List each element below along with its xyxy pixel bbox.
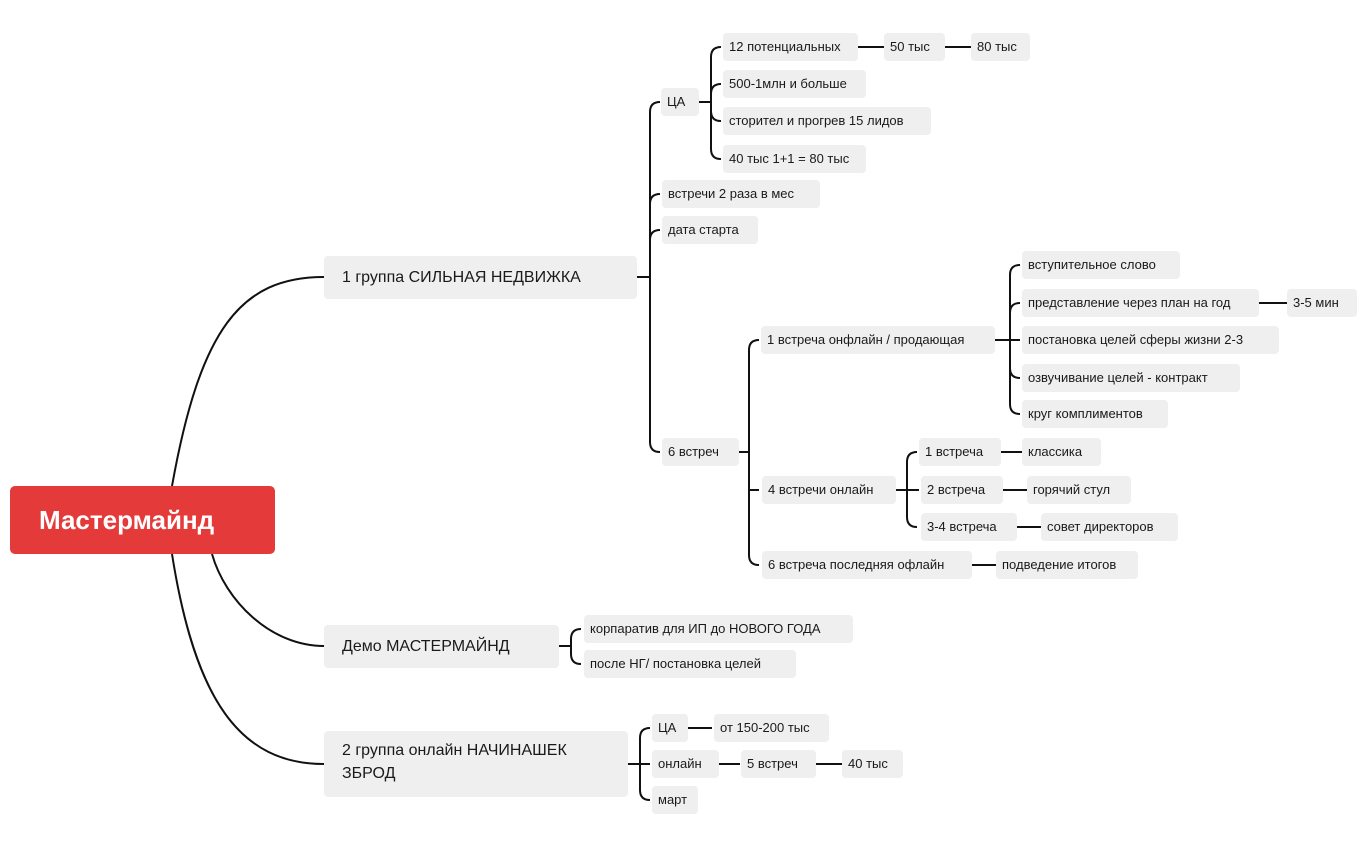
meeting-4-value-node[interactable]: классика (1022, 438, 1101, 466)
group2-meetings-node[interactable]: 5 встреч (741, 750, 816, 778)
root-node[interactable]: Мастермайнд (10, 486, 275, 554)
price-node[interactable]: 80 тыс (971, 33, 1030, 61)
six-meetings-node[interactable]: 6 встреч (662, 438, 739, 466)
meeting-4-item-node[interactable]: 3-4 встреча (921, 513, 1017, 541)
meeting-1-item-node[interactable]: вступительное слово (1022, 251, 1180, 279)
price-node[interactable]: 50 тыс (884, 33, 945, 61)
meeting-1-item-node[interactable]: озвучивание целей - контракт (1022, 364, 1240, 392)
meeting-1-item-node[interactable]: круг комплиментов (1022, 400, 1168, 428)
group2-online-node[interactable]: онлайн (652, 750, 719, 778)
meeting-4-value-node[interactable]: совет директоров (1041, 513, 1178, 541)
meeting-4-value-node[interactable]: горячий стул (1027, 476, 1131, 504)
group1-ca-node[interactable]: ЦА (661, 88, 699, 116)
ca-item-node[interactable]: 500-1млн и больше (723, 70, 866, 98)
group2-month-node[interactable]: март (652, 786, 698, 814)
meeting-4-item-node[interactable]: 1 встреча (919, 438, 1001, 466)
time-node[interactable]: 3-5 мин (1287, 289, 1357, 317)
meetings-node[interactable]: встречи 2 раза в мес (662, 180, 820, 208)
ca-item-node[interactable]: 12 потенциальных (723, 33, 858, 61)
meeting-4-node[interactable]: 4 встречи онлайн (762, 476, 896, 504)
meeting-6-node[interactable]: 6 встреча последняя офлайн (762, 551, 972, 579)
meeting-1-node[interactable]: 1 встреча онфлайн / продающая (761, 326, 995, 354)
ca-item-node[interactable]: 40 тыс 1+1 = 80 тыс (723, 145, 866, 173)
ca-item-node[interactable]: сторител и прогрев 15 лидов (723, 107, 931, 135)
group1-node[interactable]: 1 группа СИЛЬНАЯ НЕДВИЖКА (324, 256, 637, 299)
group2-ca-value-node[interactable]: от 150-200 тыс (714, 714, 829, 742)
start-date-node[interactable]: дата старта (662, 216, 758, 244)
demo-item-node[interactable]: после НГ/ постановка целей (584, 650, 796, 678)
demo-node[interactable]: Демо МАСТЕРМАЙНД (324, 625, 559, 668)
meeting-1-item-node[interactable]: постановка целей сферы жизни 2-3 (1022, 326, 1279, 354)
meeting-1-item-node[interactable]: представление через план на год (1022, 289, 1259, 317)
meeting-4-item-node[interactable]: 2 встреча (921, 476, 1003, 504)
group2-node[interactable]: 2 группа онлайн НАЧИНАШЕК ЗБРОД (324, 731, 628, 797)
group2-price-node[interactable]: 40 тыс (842, 750, 903, 778)
group2-ca-node[interactable]: ЦА (652, 714, 688, 742)
demo-item-node[interactable]: корпаратив для ИП до НОВОГО ГОДА (584, 615, 853, 643)
meeting-6-value-node[interactable]: подведение итогов (996, 551, 1138, 579)
